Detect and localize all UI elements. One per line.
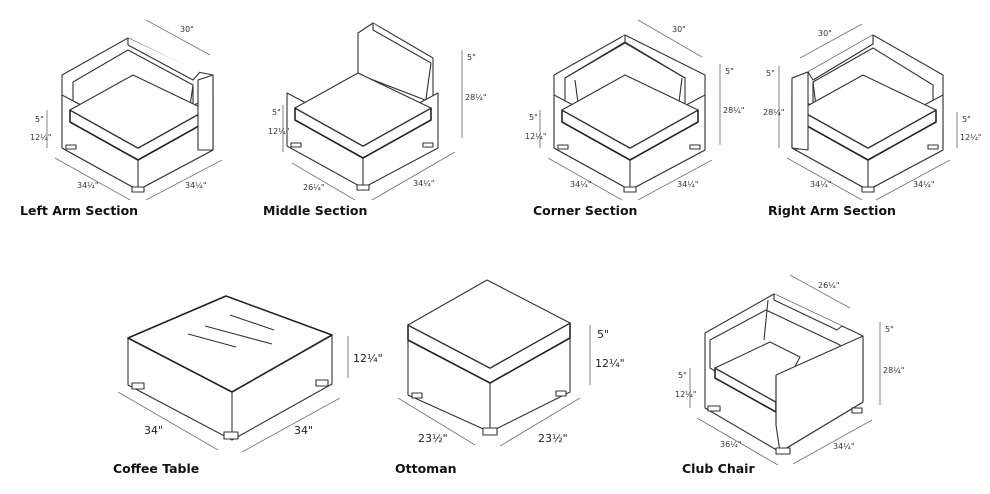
label-coffee-table: Coffee Table (113, 461, 199, 476)
dim-height: 28¼" (883, 366, 905, 375)
dim-height: 28¼" (763, 108, 785, 117)
dim-back: 5" (725, 67, 734, 76)
dim-seat-height: 12¼" (960, 133, 982, 142)
dim-length: 34" (294, 424, 313, 437)
dim-back: 5" (885, 325, 894, 334)
dim-depth: 36¼" (720, 440, 742, 449)
dim-length: 34¼" (413, 179, 435, 188)
dim-width: 30" (672, 25, 686, 34)
dim-depth: 26¼" (303, 183, 325, 192)
dim-depth: 34¼" (77, 181, 99, 190)
dim-depth: 34" (144, 424, 163, 437)
dim-height: 12¼" (595, 357, 625, 370)
dim-width: 26¼" (818, 281, 840, 290)
club-chair-drawing (704, 293, 864, 455)
left-arm-section-drawing (61, 37, 214, 193)
dim-length: 34¼" (677, 180, 699, 189)
label-corner-section: Corner Section (533, 203, 637, 218)
dim-seat-height: 12¼" (30, 133, 52, 142)
label-ottoman: Ottoman (395, 461, 457, 476)
dim-height: 28¼" (465, 93, 487, 102)
dim-height: 28¼" (723, 106, 745, 115)
dim-cushion: 5" (597, 328, 609, 341)
dim-seat-height: 12¼" (268, 127, 290, 136)
dim-back: 5" (766, 69, 775, 78)
dim-cushion: 5" (35, 115, 44, 124)
dim-back: 5" (467, 53, 476, 62)
ottoman-dimensions: 5" 12¼" 23½" 23½" (397, 325, 625, 447)
dim-length: 34¼" (913, 180, 935, 189)
dim-seat-height: 12¼" (675, 390, 697, 399)
middle-dimensions: 5" 28¼" 5" 12¼" 26¼" 34¼" (268, 50, 487, 201)
ottoman-drawing (407, 279, 571, 436)
dim-depth: 23½" (418, 432, 448, 445)
coffee-table-dimensions: 12¼" 34" 34" (117, 336, 383, 453)
dim-width: 30" (180, 25, 194, 34)
label-middle-section: Middle Section (263, 203, 367, 218)
corner-dimensions: 30" 5" 28¼" 5" 12¼" 34¼" 34¼" (525, 19, 745, 201)
coffee-table-drawing (127, 295, 333, 441)
dim-cushion: 5" (962, 115, 971, 124)
right-arm-section-drawing (791, 34, 944, 193)
dim-width: 30" (818, 29, 832, 38)
corner-section-drawing (553, 34, 706, 193)
middle-section-drawing (286, 22, 439, 191)
dim-cushion: 5" (272, 108, 281, 117)
dim-height: 12¼" (353, 352, 383, 365)
dim-length: 34¼" (185, 181, 207, 190)
left-arm-dimensions: 30" 5" 12¼" 34¼" 34¼" (30, 19, 223, 201)
dim-cushion: 5" (529, 113, 538, 122)
label-right-arm-section: Right Arm Section (768, 203, 896, 218)
club-chair-dimensions: 26¼" 5" 28¼" 5" 12¼" 36¼" 34¼" (675, 274, 905, 466)
dim-length: 34¼" (833, 442, 855, 451)
dim-depth: 34¼" (810, 180, 832, 189)
label-left-arm-section: Left Arm Section (20, 203, 138, 218)
dim-depth: 34¼" (570, 180, 592, 189)
label-club-chair: Club Chair (682, 461, 755, 476)
dim-cushion: 5" (678, 371, 687, 380)
right-arm-dimensions: 30" 5" 28¼" 5" 12¼" 34¼" 34¼" (763, 23, 982, 201)
dim-length: 23½" (538, 432, 568, 445)
dim-seat-height: 12¼" (525, 132, 547, 141)
